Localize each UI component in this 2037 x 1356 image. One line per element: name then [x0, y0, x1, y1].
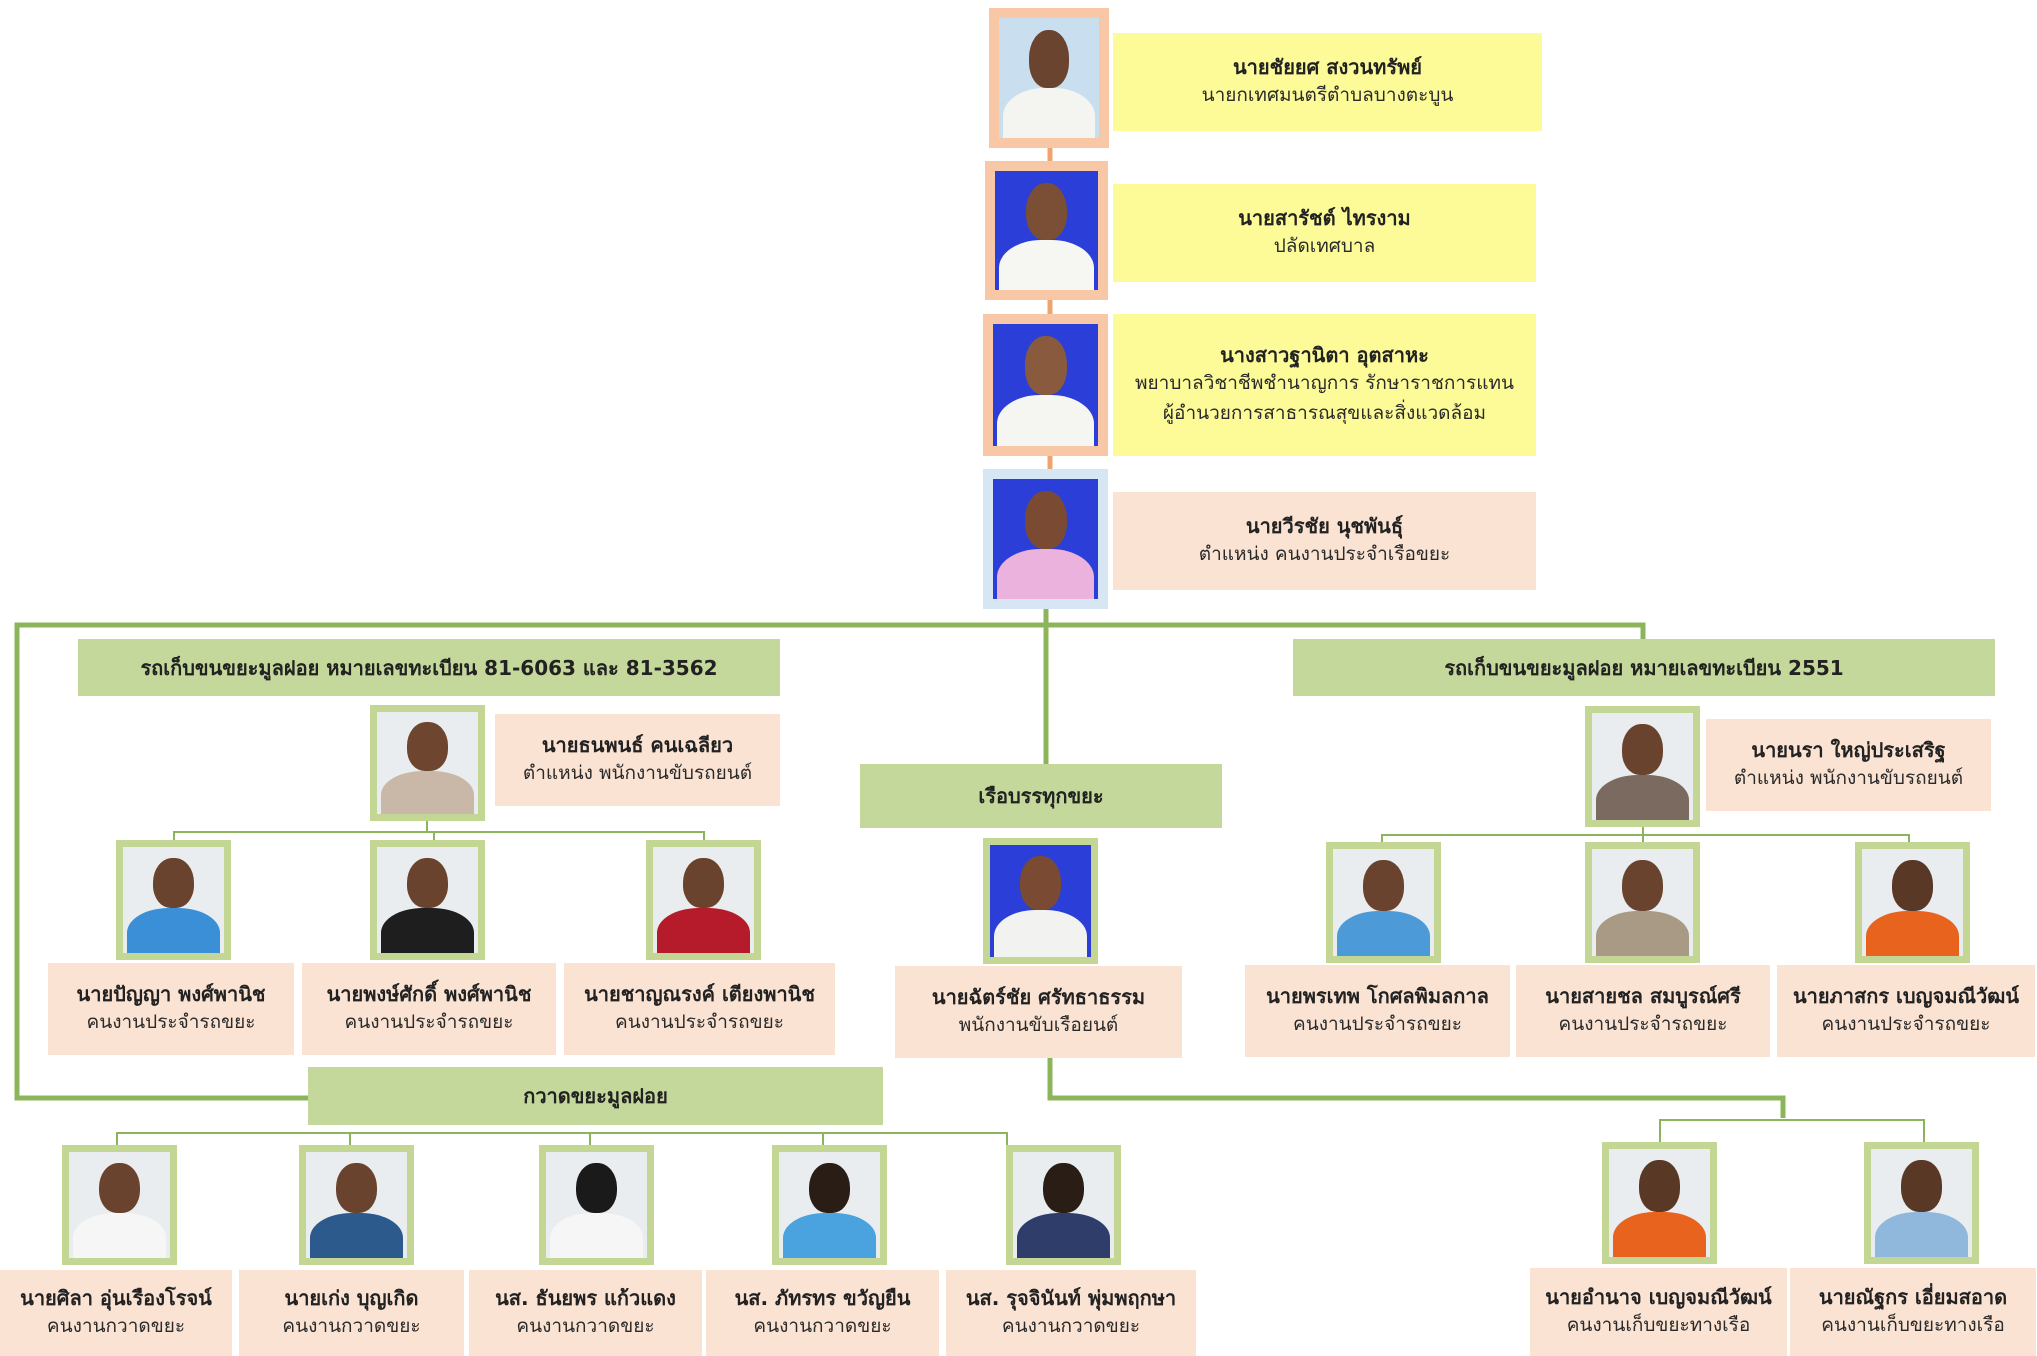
right-worker-card-0: นายพรเทพ โกศลพิมลกาล คนงานประจำรถขยะ: [1245, 965, 1510, 1057]
avatar-mayor: [989, 8, 1109, 148]
left-worker-name-2: นายชาญณรงค์ เตียงพานิช: [584, 981, 815, 1006]
leader-role-0: นายกเทศมนตรีตำบลบางตะบูน: [1201, 83, 1454, 106]
left-worker-card-2: นายชาญณรงค์ เตียงพานิช คนงานประจำรถขยะ: [564, 963, 835, 1055]
right-driver-card: นายนรา ใหญ่ประเสริฐ ตำแหน่ง พนักงานขับรถ…: [1706, 719, 1991, 811]
leader-name-3: นายวีรชัย นุชพันธุ์: [1245, 513, 1404, 538]
avatar-sweep-worker-1: [299, 1145, 414, 1265]
leader-card-3: นายวีรชัย นุชพันธุ์ ตำแหน่ง คนงานประจำเร…: [1113, 492, 1536, 590]
sweep-worker-role-3: คนงานกวาดขยะ: [753, 1314, 892, 1337]
avatar-right-worker-0: [1326, 842, 1441, 963]
sweep-worker-card-3: นส. ภัทรทร ขวัญยืน คนงานกวาดขยะ: [706, 1270, 939, 1356]
avatar-right-worker-1: [1585, 842, 1700, 963]
avatar-sweep-worker-2: [539, 1145, 654, 1265]
sweep-worker-card-0: นายศิลา อุ่นเรืองโรจน์ คนงานกวาดขยะ: [0, 1270, 232, 1356]
avatar-boat-driver: [983, 838, 1098, 964]
leader-role-3: ตำแหน่ง คนงานประจำเรือขยะ: [1198, 542, 1451, 565]
left-driver-role: ตำแหน่ง พนักงานขับรถยนต์: [522, 761, 753, 784]
avatar-boat-crew-lead: [983, 469, 1108, 609]
leader-role-extra-2: ผู้อำนวยการสาธารณสุขและสิ่งแวดล้อม: [1162, 401, 1487, 424]
sweep-worker-role-1: คนงานกวาดขยะ: [282, 1314, 421, 1337]
avatar-boat-worker-1: [1864, 1142, 1979, 1264]
leader-card-2: นางสาวฐานิตา อุตสาหะ พยาบาลวิชาชีพชำนาญก…: [1113, 314, 1536, 456]
avatar-boat-worker-0: [1602, 1142, 1717, 1264]
left-driver-name: นายธนพนธ์ คนเฉลียว: [541, 732, 734, 757]
leader-role-1: ปลัดเทศบาล: [1273, 234, 1376, 257]
avatar-sweep-worker-3: [772, 1145, 887, 1265]
leader-role-2: พยาบาลวิชาชีพชำนาญการ รักษาราชการแทน: [1135, 372, 1514, 395]
sweep-worker-card-1: นายเก่ง บุญเกิด คนงานกวาดขยะ: [239, 1270, 464, 1356]
boat-worker-name-0: นายอำนาจ เบญจมณีวัฒน์: [1545, 1284, 1772, 1309]
right-driver-role: ตำแหน่ง พนักงานขับรถยนต์: [1733, 766, 1964, 789]
right-driver-name: นายนรา ใหญ่ประเสริฐ: [1751, 737, 1946, 762]
avatar-nurse: [983, 314, 1108, 456]
sweep-worker-role-4: คนงานกวาดขยะ: [1001, 1314, 1141, 1337]
left-worker-card-1: นายพงษ์ศักดิ์ พงศ์พานิช คนงานประจำรถขยะ: [302, 963, 556, 1055]
group-header-truck-left: รถเก็บขนขยะมูลฝอย หมายเลขทะเบียน 81-6063…: [78, 639, 780, 696]
avatar-left-worker-2: [646, 840, 761, 960]
sweep-worker-name-0: นายศิลา อุ่นเรืองโรจน์: [20, 1285, 212, 1310]
right-worker-card-1: นายสายชล สมบูรณ์ศรี คนงานประจำรถขยะ: [1516, 965, 1770, 1057]
avatar-left-driver: [370, 705, 485, 821]
sweep-worker-card-2: นส. ธันยพร แก้วแดง คนงานกวาดขยะ: [469, 1270, 702, 1356]
left-worker-name-0: นายปัญญา พงศ์พานิช: [76, 981, 266, 1006]
group-header-truck-right: รถเก็บขนขยะมูลฝอย หมายเลขทะเบียน 2551: [1293, 639, 1995, 696]
group-header-boat: เรือบรรทุกขยะ: [860, 764, 1222, 828]
avatar-left-worker-0: [116, 840, 231, 960]
sweep-worker-name-2: นส. ธันยพร แก้วแดง: [495, 1285, 676, 1310]
boat-worker-role-1: คนงานเก็บขยะทางเรือ: [1821, 1313, 2005, 1336]
right-worker-name-0: นายพรเทพ โกศลพิมลกาล: [1266, 983, 1489, 1008]
right-worker-role-1: คนงานประจำรถขยะ: [1558, 1012, 1728, 1035]
boat-worker-card-1: นายณัฐกร เอี่ยมสอาด คนงานเก็บขยะทางเรือ: [1790, 1268, 2036, 1356]
leader-name-0: นายชัยยศ สงวนทรัพย์: [1233, 54, 1422, 79]
group-header-sweep: กวาดขยะมูลฝอย: [308, 1067, 883, 1125]
right-worker-card-2: นายภาสกร เบญจมณีวัฒน์ คนงานประจำรถขยะ: [1777, 965, 2035, 1057]
boat-driver-name: นายฉัตร์ชัย ศรัทธาธรรม: [931, 984, 1146, 1009]
boat-driver-card: นายฉัตร์ชัย ศรัทธาธรรม พนักงานขับเรือยนต…: [895, 966, 1182, 1058]
left-worker-card-0: นายปัญญา พงศ์พานิช คนงานประจำรถขยะ: [48, 963, 294, 1055]
right-worker-name-2: นายภาสกร เบญจมณีวัฒน์: [1792, 983, 2020, 1008]
avatar-left-worker-1: [370, 840, 485, 960]
sweep-worker-name-1: นายเก่ง บุญเกิด: [284, 1285, 419, 1310]
left-worker-role-2: คนงานประจำรถขยะ: [615, 1010, 784, 1033]
leader-name-2: นางสาวฐานิตา อุตสาหะ: [1220, 343, 1429, 368]
boat-driver-role: พนักงานขับเรือยนต์: [958, 1013, 1119, 1036]
avatar-right-driver: [1585, 706, 1700, 827]
right-worker-role-0: คนงานประจำรถขยะ: [1293, 1012, 1462, 1035]
sweep-worker-role-2: คนงานกวาดขยะ: [516, 1314, 655, 1337]
leader-name-1: นายสารัชต์ ไทรงาม: [1238, 205, 1411, 230]
left-worker-name-1: นายพงษ์ศักดิ์ พงศ์พานิช: [326, 981, 532, 1006]
sweep-worker-name-3: นส. ภัทรทร ขวัญยืน: [734, 1285, 911, 1310]
left-driver-card: นายธนพนธ์ คนเฉลียว ตำแหน่ง พนักงานขับรถย…: [495, 714, 780, 806]
left-worker-role-1: คนงานประจำรถขยะ: [344, 1010, 514, 1033]
avatar-chief-executive: [985, 161, 1108, 300]
boat-worker-card-0: นายอำนาจ เบญจมณีวัฒน์ คนงานเก็บขยะทางเรื…: [1530, 1268, 1787, 1356]
leader-card-1: นายสารัชต์ ไทรงาม ปลัดเทศบาล: [1113, 184, 1536, 282]
avatar-right-worker-2: [1855, 842, 1970, 963]
sweep-worker-card-4: นส. รุจจินันท์ พุ่มพฤกษา คนงานกวาดขยะ: [946, 1270, 1196, 1356]
leader-card-0: นายชัยยศ สงวนทรัพย์ นายกเทศมนตรีตำบลบางต…: [1113, 33, 1542, 131]
sweep-worker-name-4: นส. รุจจินันท์ พุ่มพฤกษา: [965, 1285, 1177, 1310]
right-worker-name-1: นายสายชล สมบูรณ์ศรี: [1545, 983, 1741, 1008]
sweep-worker-role-0: คนงานกวาดขยะ: [46, 1314, 186, 1337]
left-worker-role-0: คนงานประจำรถขยะ: [86, 1010, 256, 1033]
boat-worker-name-1: นายณัฐกร เอี่ยมสอาด: [1818, 1284, 2008, 1309]
boat-worker-role-0: คนงานเก็บขยะทางเรือ: [1566, 1313, 1751, 1336]
right-worker-role-2: คนงานประจำรถขยะ: [1821, 1012, 1991, 1035]
avatar-sweep-worker-0: [62, 1145, 177, 1265]
avatar-sweep-worker-4: [1006, 1145, 1121, 1265]
